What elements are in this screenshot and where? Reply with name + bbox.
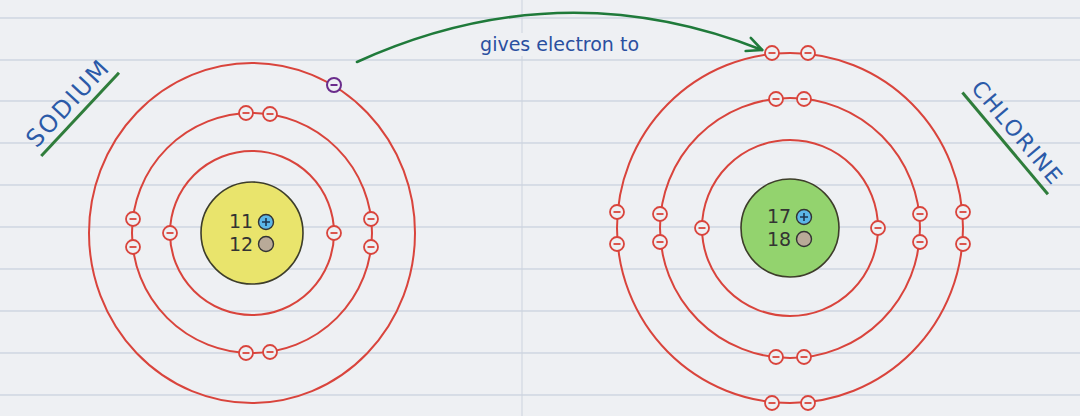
electron (769, 350, 783, 364)
particle-row: 17 (767, 206, 813, 227)
arrowhead (746, 38, 763, 51)
chlorine-atom: CHLORINE1718 (616, 52, 964, 404)
nucleus-shape (200, 181, 304, 285)
nucleus-content: 1718 (740, 178, 840, 278)
particle-row: 18 (767, 229, 813, 250)
electron (695, 221, 709, 235)
particle-count: 17 (767, 206, 791, 227)
electron (126, 212, 140, 226)
electron (653, 207, 667, 221)
transferred-electron (327, 78, 341, 92)
electron (913, 207, 927, 221)
orbit (660, 98, 920, 358)
electron (327, 226, 341, 240)
orbit (170, 151, 334, 315)
inner-orbits (132, 98, 920, 358)
electron (765, 46, 779, 60)
electron (797, 350, 811, 364)
electrons (126, 46, 970, 410)
element-name: SODIUM (20, 53, 121, 158)
nucleus-content: 1112 (200, 181, 304, 285)
electron (801, 396, 815, 410)
orbit (132, 113, 372, 353)
electron (956, 205, 970, 219)
ruled-lines (0, 18, 1080, 395)
electron (769, 92, 783, 106)
electron (364, 240, 378, 254)
nucleus: 1718 (740, 178, 840, 278)
transfer-arrow (357, 13, 762, 62)
neutron-symbol (257, 235, 275, 253)
particle-count: 18 (767, 229, 791, 250)
electron (364, 212, 378, 226)
electron (913, 235, 927, 249)
electron (610, 205, 624, 219)
neutron-symbol (795, 230, 813, 248)
nucleus: 1112 (200, 181, 304, 285)
particle-count: 11 (229, 211, 253, 232)
proton-symbol (795, 208, 813, 226)
margin-line (522, 0, 523, 416)
electron (871, 221, 885, 235)
electron (126, 240, 140, 254)
electron (956, 237, 970, 251)
electron (797, 92, 811, 106)
electron (610, 237, 624, 251)
electron (163, 226, 177, 240)
particle-row: 12 (229, 234, 275, 255)
orbit (702, 140, 878, 316)
electron (239, 346, 253, 360)
arrow-line (357, 13, 762, 62)
nucleus-shape (740, 178, 840, 278)
electron (653, 235, 667, 249)
arrow-label: gives electron to (476, 33, 643, 56)
electron (765, 396, 779, 410)
electron (263, 345, 277, 359)
electron (801, 46, 815, 60)
proton-symbol (257, 213, 275, 231)
particle-count: 12 (229, 234, 253, 255)
electron (263, 107, 277, 121)
electron (239, 106, 253, 120)
element-name: CHLORINE (961, 75, 1069, 196)
particle-row: 11 (229, 211, 275, 232)
